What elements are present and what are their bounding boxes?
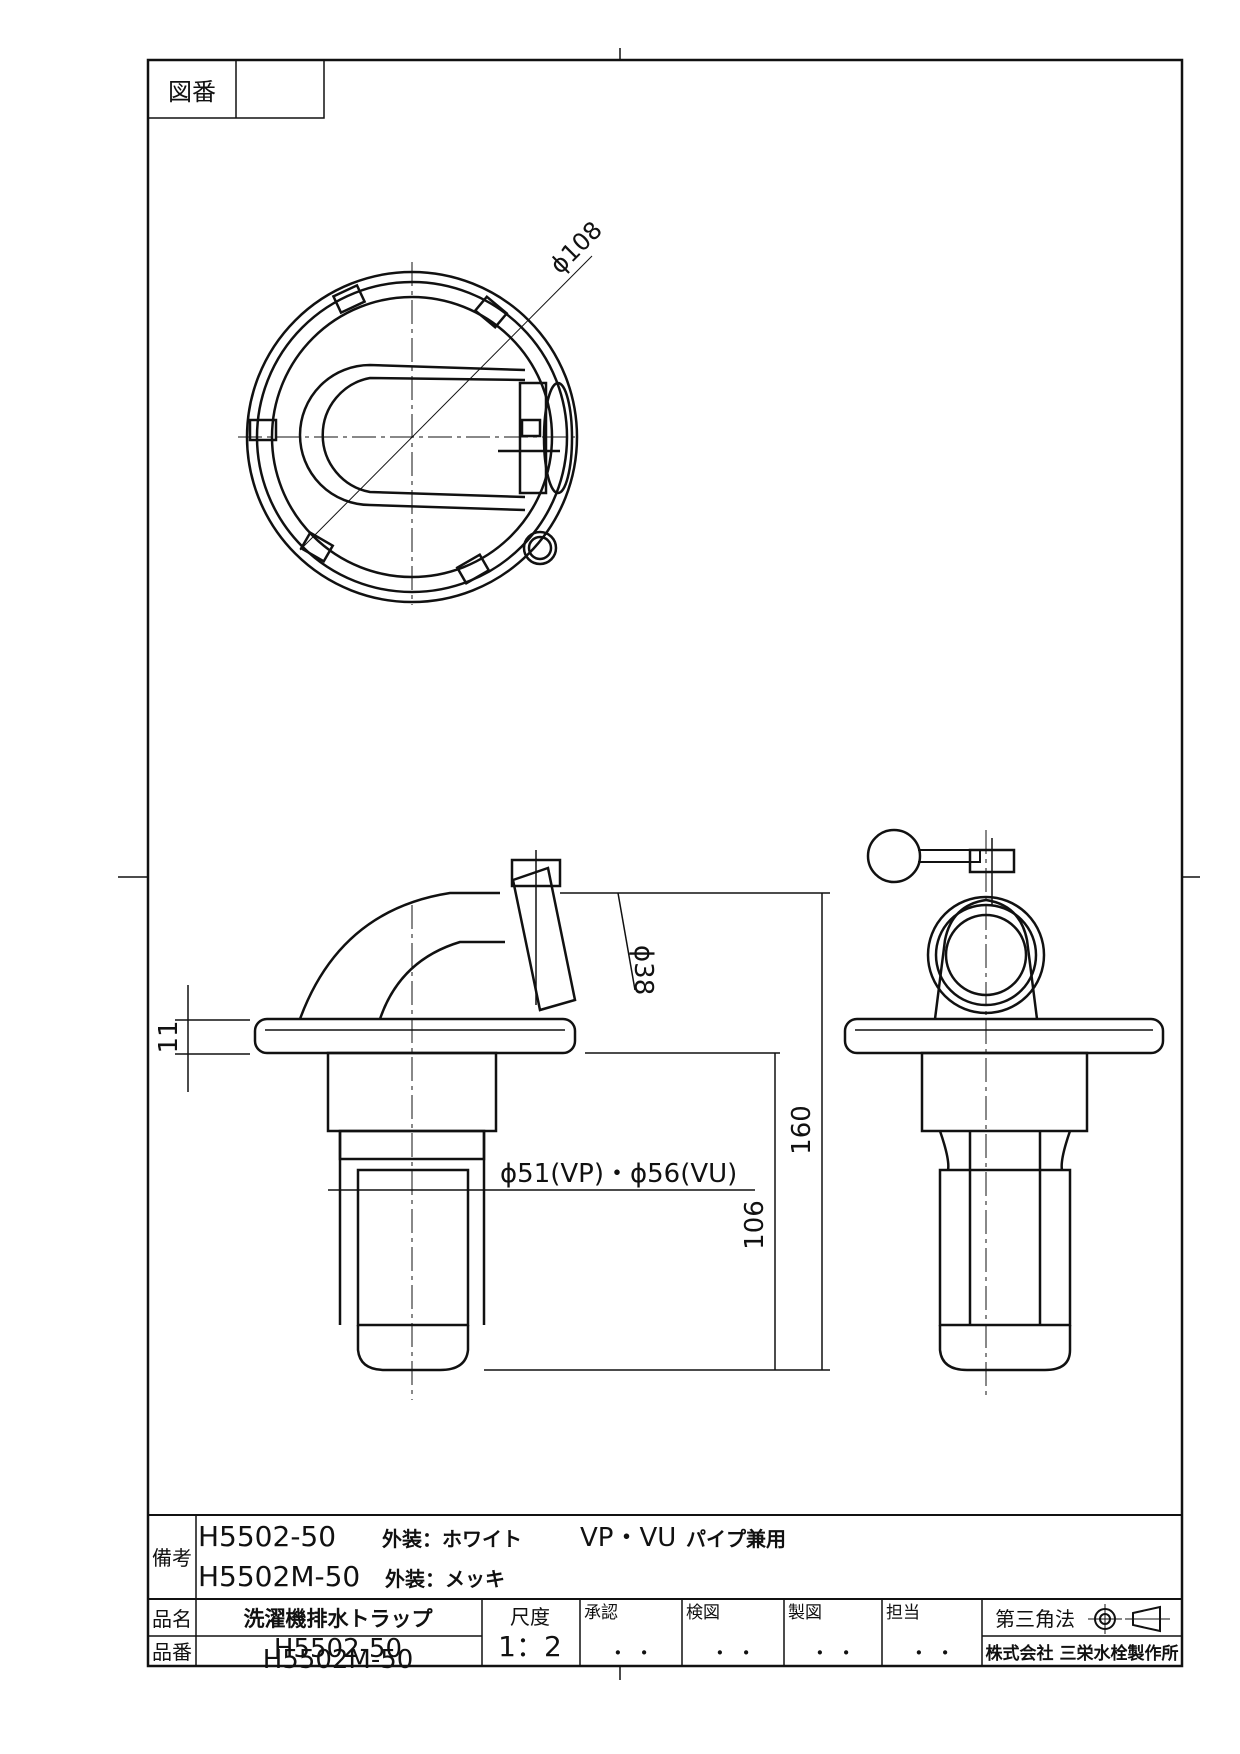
drawing-number-box: 図番 — [147, 59, 325, 119]
product-name: 洗濯機排水トラップ — [244, 1607, 434, 1631]
scale-label: 尺度 — [510, 1605, 550, 1629]
dim-d108: ϕ108 — [544, 216, 607, 279]
third-angle-projection-icon — [1088, 1604, 1170, 1634]
dim-h106: 106 — [740, 1200, 770, 1250]
product-number-1: H5502-50 — [274, 1634, 402, 1664]
dimension-lines — [175, 892, 830, 1371]
approval-date: ・ ・ — [608, 1641, 654, 1665]
dim-h11: 11 — [154, 1020, 184, 1053]
product-number-2: H5502M-50 — [263, 1645, 414, 1675]
drawing-frame — [146, 58, 1184, 1668]
dim-h160: 160 — [787, 1105, 817, 1155]
drawing-number-label: 図番 — [168, 78, 216, 106]
check-date: ・ ・ — [710, 1641, 756, 1665]
top-view — [238, 255, 593, 605]
drafting-label: 製図 — [788, 1603, 822, 1623]
projection-label: 第三角法 — [995, 1607, 1075, 1631]
title-block — [148, 1514, 1182, 1666]
remark1-model: H5502-50 — [198, 1520, 336, 1553]
side-view — [843, 828, 1165, 1400]
front-view — [253, 850, 577, 1400]
remark1-note: VP・VU — [580, 1523, 676, 1553]
product-name-label: 品名 — [152, 1607, 192, 1631]
scale-value: 1：2 — [498, 1630, 562, 1663]
centering-marks — [118, 48, 1200, 1680]
charge-label: 担当 — [886, 1603, 920, 1623]
product-number-label: 品番 — [152, 1640, 192, 1664]
company-name: 株式会社 三栄水栓製作所 — [986, 1643, 1179, 1664]
drafting-date: ・ ・ — [810, 1641, 856, 1665]
approval-label: 承認 — [584, 1603, 618, 1623]
check-label: 検図 — [686, 1603, 720, 1623]
remark2-model: H5502M-50 — [198, 1560, 360, 1593]
remarks-label: 備考 — [152, 1546, 192, 1570]
dim-d51-d56: ϕ51(VP)・ϕ56(VU) — [500, 1159, 737, 1189]
remark2-finish: 外装：メッキ — [385, 1567, 505, 1591]
remark1-finish: 外装：ホワイト — [382, 1527, 522, 1551]
dim-d38: ϕ38 — [628, 945, 658, 995]
charge-date: ・ ・ — [909, 1641, 955, 1665]
remark1-note-suffix: パイプ兼用 — [686, 1527, 786, 1551]
